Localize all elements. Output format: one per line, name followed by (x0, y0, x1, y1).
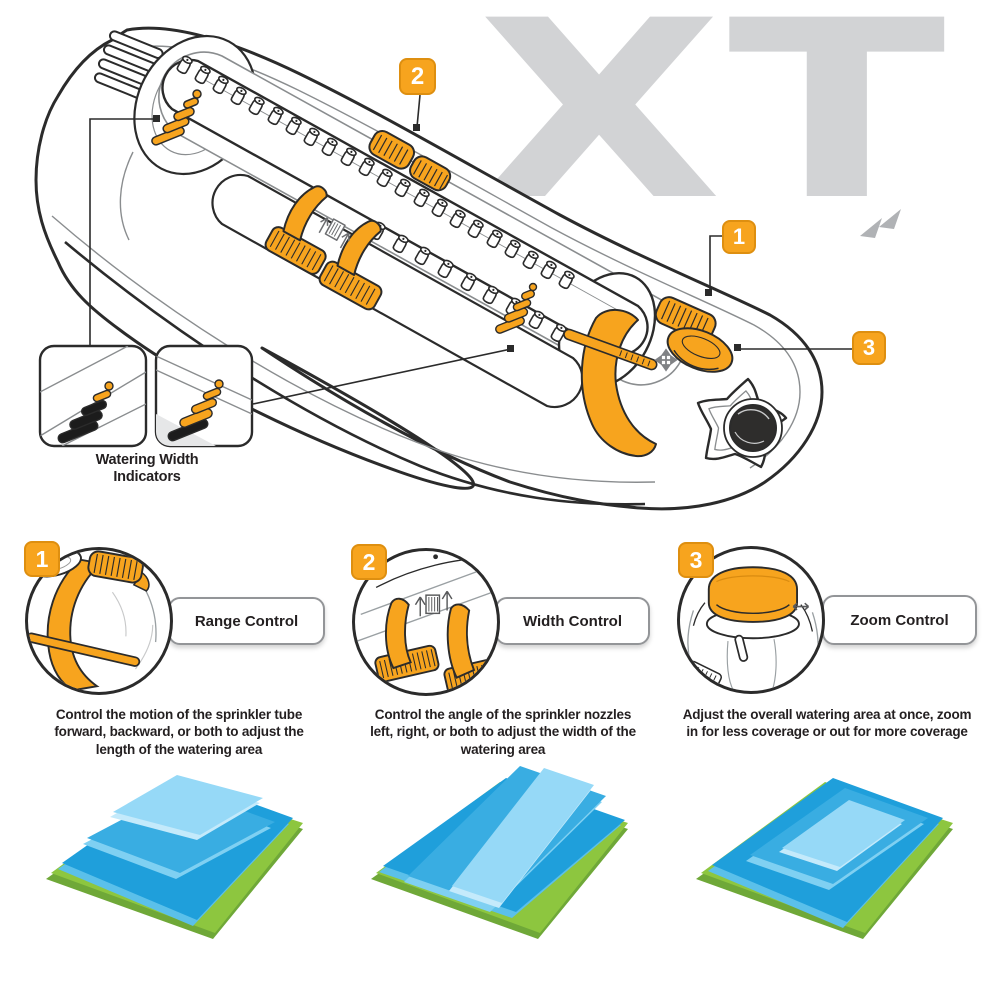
sprinkler-diagram: XT (34, 0, 946, 511)
inset-caption: Watering Width Indicators (95, 452, 199, 485)
width-control-label-box: Width Control (495, 597, 650, 645)
callout-badge-2: 2 (399, 58, 436, 95)
inset-box-1 (38, 344, 148, 448)
feature-badge-3: 3 (678, 542, 714, 578)
zoom-arrows-icon (792, 602, 810, 611)
width-arrows-icon (318, 217, 350, 249)
coverage-diagrams (46, 766, 953, 939)
center-width-control (264, 185, 383, 311)
width-control-description: Control the angle of the sprinkler nozzl… (370, 707, 636, 757)
range-control-detail (28, 550, 157, 692)
range-control-description: Control the motion of the sprinkler tube… (54, 707, 304, 757)
inset-box-2 (154, 344, 254, 448)
zoom-control-dial (666, 327, 734, 373)
feature-badge-1: 1 (24, 541, 60, 577)
hose-coupling (696, 377, 788, 469)
width-control-tab (368, 129, 452, 192)
zoom-control-label-box: Zoom Control (822, 595, 977, 645)
width-arrows-icon (414, 590, 453, 617)
width-indicator-right (495, 282, 538, 334)
range-control-pin (563, 328, 658, 371)
zoom-control-description: Adjust the overall watering area at once… (682, 707, 972, 740)
zoom-control-detail-circle (677, 546, 825, 694)
width-indicator-left (151, 89, 202, 146)
callout-badge-1: 1 (722, 220, 756, 254)
callout-lines (89, 94, 852, 405)
zoom-control-label: Zoom Control (850, 611, 949, 629)
range-control-label: Range Control (194, 612, 299, 630)
coverage-diagram-range (46, 775, 303, 939)
zoom-arrows-icon (654, 348, 678, 372)
callout-badge-3: 3 (852, 331, 886, 365)
small-arrow-glyph (860, 209, 901, 238)
width-control-detail-circle (352, 548, 500, 696)
range-control-label-box: Range Control (168, 597, 325, 645)
feature-badge-2: 2 (351, 544, 387, 580)
coverage-diagram-zoom (696, 778, 953, 939)
width-control-label: Width Control (522, 612, 622, 630)
coverage-diagram-width (371, 766, 628, 939)
